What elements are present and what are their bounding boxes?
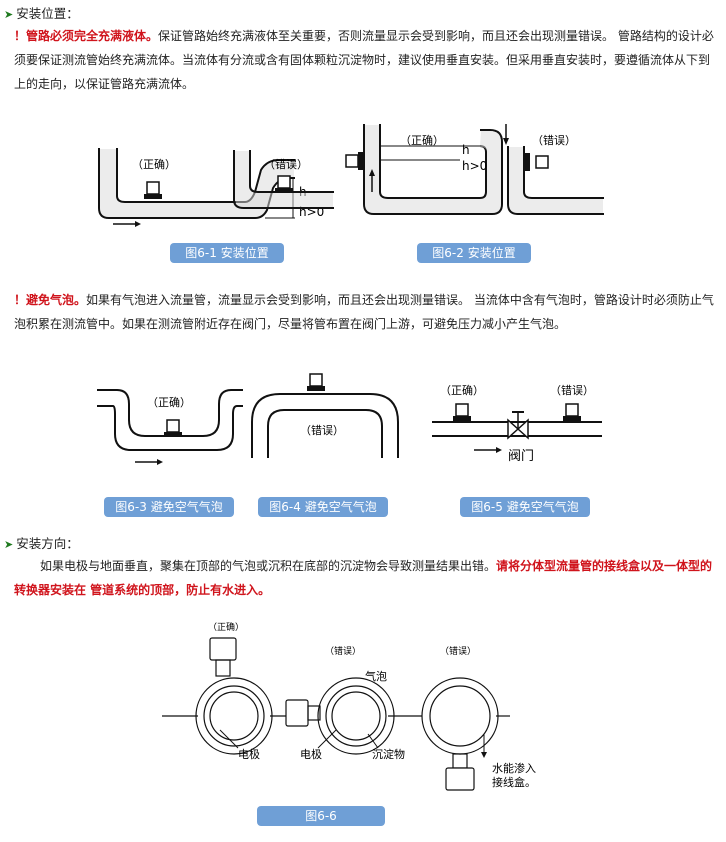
figure-6-5-diagram: （正确） （错误） 阀门: [432, 383, 602, 464]
flowmeter-icon: [563, 403, 581, 421]
paragraph-install-direction: 如果电极与地面垂直，聚集在顶部的气泡或沉积在底部的沉淀物会导致测量结果出错。请将…: [14, 554, 714, 602]
label-wrong: （错误）: [264, 157, 308, 171]
arrow-bullet-icon: ➤: [4, 8, 14, 21]
label-water-seep: 水能渗入: [492, 761, 536, 775]
caption-fig-6-6: 图6-6: [257, 806, 385, 826]
figure-6-3-diagram: （正确）: [97, 389, 243, 465]
section-title-text: 安装方向：: [16, 536, 79, 551]
label-electrode-2: 电极: [300, 747, 322, 761]
label-bubble: 气泡: [365, 669, 387, 683]
label-correct: （正确）: [147, 396, 191, 409]
flowmeter-icon: [275, 175, 293, 193]
flowmeter-icon: [164, 419, 182, 437]
paragraph-text: 保证管路始终充满液体至关重要，否则流量显示会受到影响，而且还会出现测量错误。 管…: [14, 29, 714, 91]
label-wrong-2: （错误）: [440, 645, 476, 657]
flowmeter-icon: [453, 403, 471, 421]
figure-6-2-wrong-diagram: （错误）: [503, 124, 604, 215]
label-h: h: [462, 143, 470, 157]
figure-6-6-diagram: （正确） （错误） （错误） 电极 气泡 电极 沉淀物 水能渗入 接线盒。: [162, 621, 536, 791]
caption-fig-6-3: 图6-3 避免空气气泡: [104, 497, 234, 517]
label-h-gt-0: h>0: [462, 159, 487, 173]
label-correct: （正确）: [400, 134, 444, 147]
caption-fig-6-1: 图6-1 安装位置: [170, 243, 284, 263]
label-wrong: （错误）: [532, 133, 576, 147]
label-correct: （正确）: [132, 158, 176, 171]
figure-6-2-diagram: （正确） h h>0: [345, 124, 503, 215]
warning-avoid-bubbles: ！避免气泡。: [14, 293, 87, 307]
flowmeter-wrong-side-icon: [285, 677, 395, 755]
figure-6-1-wrong-diagram: （错误）: [233, 150, 334, 209]
flowmeter-icon: [307, 373, 325, 391]
paragraph-full-pipe: ！管路必须完全充满液体。保证管路始终充满液体至关重要，否则流量显示会受到影响，而…: [14, 24, 714, 96]
label-electrode-1: 电极: [238, 747, 260, 761]
label-wrong-1: （错误）: [325, 645, 361, 657]
label-sediment: 沉淀物: [372, 747, 405, 761]
caption-fig-6-4: 图6-4 避免空气气泡: [258, 497, 388, 517]
valve-icon: [507, 411, 529, 440]
flowmeter-icon: [345, 152, 363, 170]
section-title-install-position: ➤安装位置：: [4, 3, 79, 22]
section-title-install-direction: ➤安装方向：: [4, 533, 79, 552]
paragraph-avoid-bubbles: ！避免气泡。如果有气泡进入流量管，流量显示会受到影响，而且还会出现测量错误。 当…: [14, 288, 714, 336]
label-correct: （正确）: [440, 384, 484, 397]
flowmeter-icon: [144, 181, 162, 199]
section-title-text: 安装位置：: [16, 6, 79, 21]
flowmeter-icon: [525, 153, 549, 171]
arrow-bullet-icon: ➤: [4, 538, 14, 551]
caption-fig-6-2: 图6-2 安装位置: [417, 243, 531, 263]
flowmeter-correct-icon: [195, 637, 273, 755]
flowmeter-wrong-bottom-icon: [421, 677, 499, 791]
label-correct: （正确）: [208, 621, 244, 633]
caption-fig-6-5: 图6-5 避免空气气泡: [460, 497, 590, 517]
label-valve: 阀门: [508, 449, 534, 464]
warning-junction-box: 请将分体型流量管的接线盒以及一体型的转换器安装在 管道系统的顶部，防止有水进入。: [14, 559, 713, 597]
figure-6-1-diagram: （正确） h h>0: [98, 148, 324, 227]
label-wrong: （错误）: [300, 423, 344, 437]
paragraph-text: 如果电极与地面垂直，聚集在顶部的气泡或沉积在底部的沉淀物会导致测量结果出错。: [40, 559, 497, 573]
warning-full-pipe: ！管路必须完全充满液体。: [14, 29, 159, 43]
paragraph-text: 如果有气泡进入流量管，流量显示会受到影响，而且还会出现测量错误。 当流体中含有气…: [14, 293, 714, 331]
figure-6-4-diagram: （错误）: [251, 373, 399, 458]
label-wrong: （错误）: [550, 383, 594, 397]
label-junction-box: 接线盒。: [492, 775, 536, 789]
